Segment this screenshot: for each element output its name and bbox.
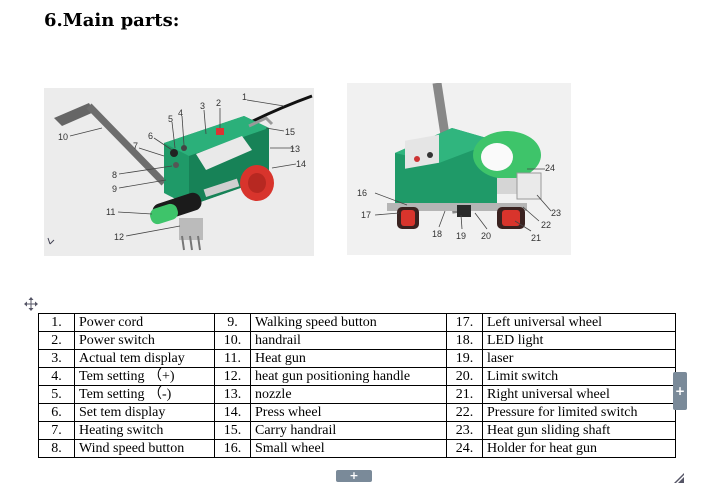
table-row: 4.Tem setting （+)12.heat gun positioning… <box>38 367 676 386</box>
part-number-cell: 10. <box>214 331 251 350</box>
resize-corner-icon <box>674 473 684 483</box>
part-number-cell: 12. <box>214 367 251 386</box>
part-number-cell: 1. <box>38 313 75 332</box>
part-number-cell: 6. <box>38 403 75 422</box>
callout-label: 2 <box>216 98 221 108</box>
callout-label: 4 <box>178 108 183 118</box>
part-name-cell: Small wheel <box>250 439 447 458</box>
section-heading: 6.Main parts: <box>44 10 180 31</box>
callout-label: 23 <box>551 208 561 218</box>
callout-label: 20 <box>481 231 491 241</box>
part-name-cell: laser <box>482 349 676 368</box>
part-name-cell: heat gun positioning handle <box>250 367 447 386</box>
figure2-callouts: 16 17 18 19 20 21 22 23 24 <box>357 163 561 243</box>
callout-label: 8 <box>112 170 117 180</box>
part-name-cell: Heat gun <box>250 349 447 368</box>
figure1-callouts: 1 2 3 4 5 6 7 8 9 10 11 12 13 14 15 <box>58 92 306 242</box>
part-number-cell: 9. <box>214 313 251 332</box>
table-resize-handle[interactable] <box>674 470 684 483</box>
part-name-cell: Right universal wheel <box>482 385 676 404</box>
part-number-cell: 23. <box>446 421 483 440</box>
part-name-cell: Wind speed button <box>74 439 215 458</box>
callout-label: 3 <box>200 101 205 111</box>
part-name-cell: Limit switch <box>482 367 676 386</box>
part-number-cell: 15. <box>214 421 251 440</box>
part-number-cell: 21. <box>446 385 483 404</box>
part-name-cell: LED light <box>482 331 676 350</box>
part-name-cell: Press wheel <box>250 403 447 422</box>
part-name-cell: Holder for heat gun <box>482 439 676 458</box>
part-number-cell: 20. <box>446 367 483 386</box>
part-name-cell: nozzle <box>250 385 447 404</box>
part-name-cell: Set tem display <box>74 403 215 422</box>
part-number-cell: 7. <box>38 421 75 440</box>
part-number-cell: 8. <box>38 439 75 458</box>
callout-label: 17 <box>361 210 371 220</box>
part-number-cell: 13. <box>214 385 251 404</box>
part-number-cell: 16. <box>214 439 251 458</box>
callout-label: 6 <box>148 131 153 141</box>
part-number-cell: 19. <box>446 349 483 368</box>
add-row-handle[interactable]: + <box>336 470 372 482</box>
callout-label: 1 <box>242 92 247 102</box>
callout-label: 15 <box>285 127 295 137</box>
callout-label: 16 <box>357 188 367 198</box>
machine-photo-rear: 16 17 18 19 20 21 22 23 24 <box>347 83 571 255</box>
callout-label: 22 <box>541 220 551 230</box>
part-number-cell: 24. <box>446 439 483 458</box>
callout-label: 10 <box>58 132 68 142</box>
callout-label: 19 <box>456 231 466 241</box>
part-number-cell: 14. <box>214 403 251 422</box>
part-number-cell: 11. <box>214 349 251 368</box>
part-number-cell: 22. <box>446 403 483 422</box>
part-name-cell: Pressure for limited switch <box>482 403 676 422</box>
part-name-cell: Walking speed button <box>250 313 447 332</box>
part-name-cell: Tem setting （+) <box>74 367 215 386</box>
part-number-cell: 4. <box>38 367 75 386</box>
callout-label: 13 <box>290 144 300 154</box>
move-arrows-icon <box>24 297 38 311</box>
part-number-cell: 5. <box>38 385 75 404</box>
part-name-cell: Tem setting （-) <box>74 385 215 404</box>
part-name-cell: handrail <box>250 331 447 350</box>
part-name-cell: Heat gun sliding shaft <box>482 421 676 440</box>
callout-label: 21 <box>531 233 541 243</box>
part-name-cell: Power switch <box>74 331 215 350</box>
part-number-cell: 17. <box>446 313 483 332</box>
machine-photo-front: 1 2 3 4 5 6 7 8 9 10 11 12 13 14 15 <box>44 88 314 256</box>
callout-label: 9 <box>112 184 117 194</box>
callout-label: 7 <box>133 141 138 151</box>
callout-label: 24 <box>545 163 555 173</box>
add-column-handle[interactable]: + <box>673 372 687 410</box>
callout-label: 5 <box>168 114 173 124</box>
part-name-cell: Actual tem display <box>74 349 215 368</box>
part-name-cell: Power cord <box>74 313 215 332</box>
callout-label: 18 <box>432 229 442 239</box>
callout-label: 11 <box>106 207 115 217</box>
callout-label: 12 <box>114 232 124 242</box>
callout-label: 14 <box>296 159 306 169</box>
table-move-handle[interactable] <box>24 297 38 311</box>
part-name-cell: Carry handrail <box>250 421 447 440</box>
part-name-cell: Left universal wheel <box>482 313 676 332</box>
part-name-cell: Heating switch <box>74 421 215 440</box>
part-number-cell: 18. <box>446 331 483 350</box>
part-number-cell: 3. <box>38 349 75 368</box>
part-number-cell: 2. <box>38 331 75 350</box>
